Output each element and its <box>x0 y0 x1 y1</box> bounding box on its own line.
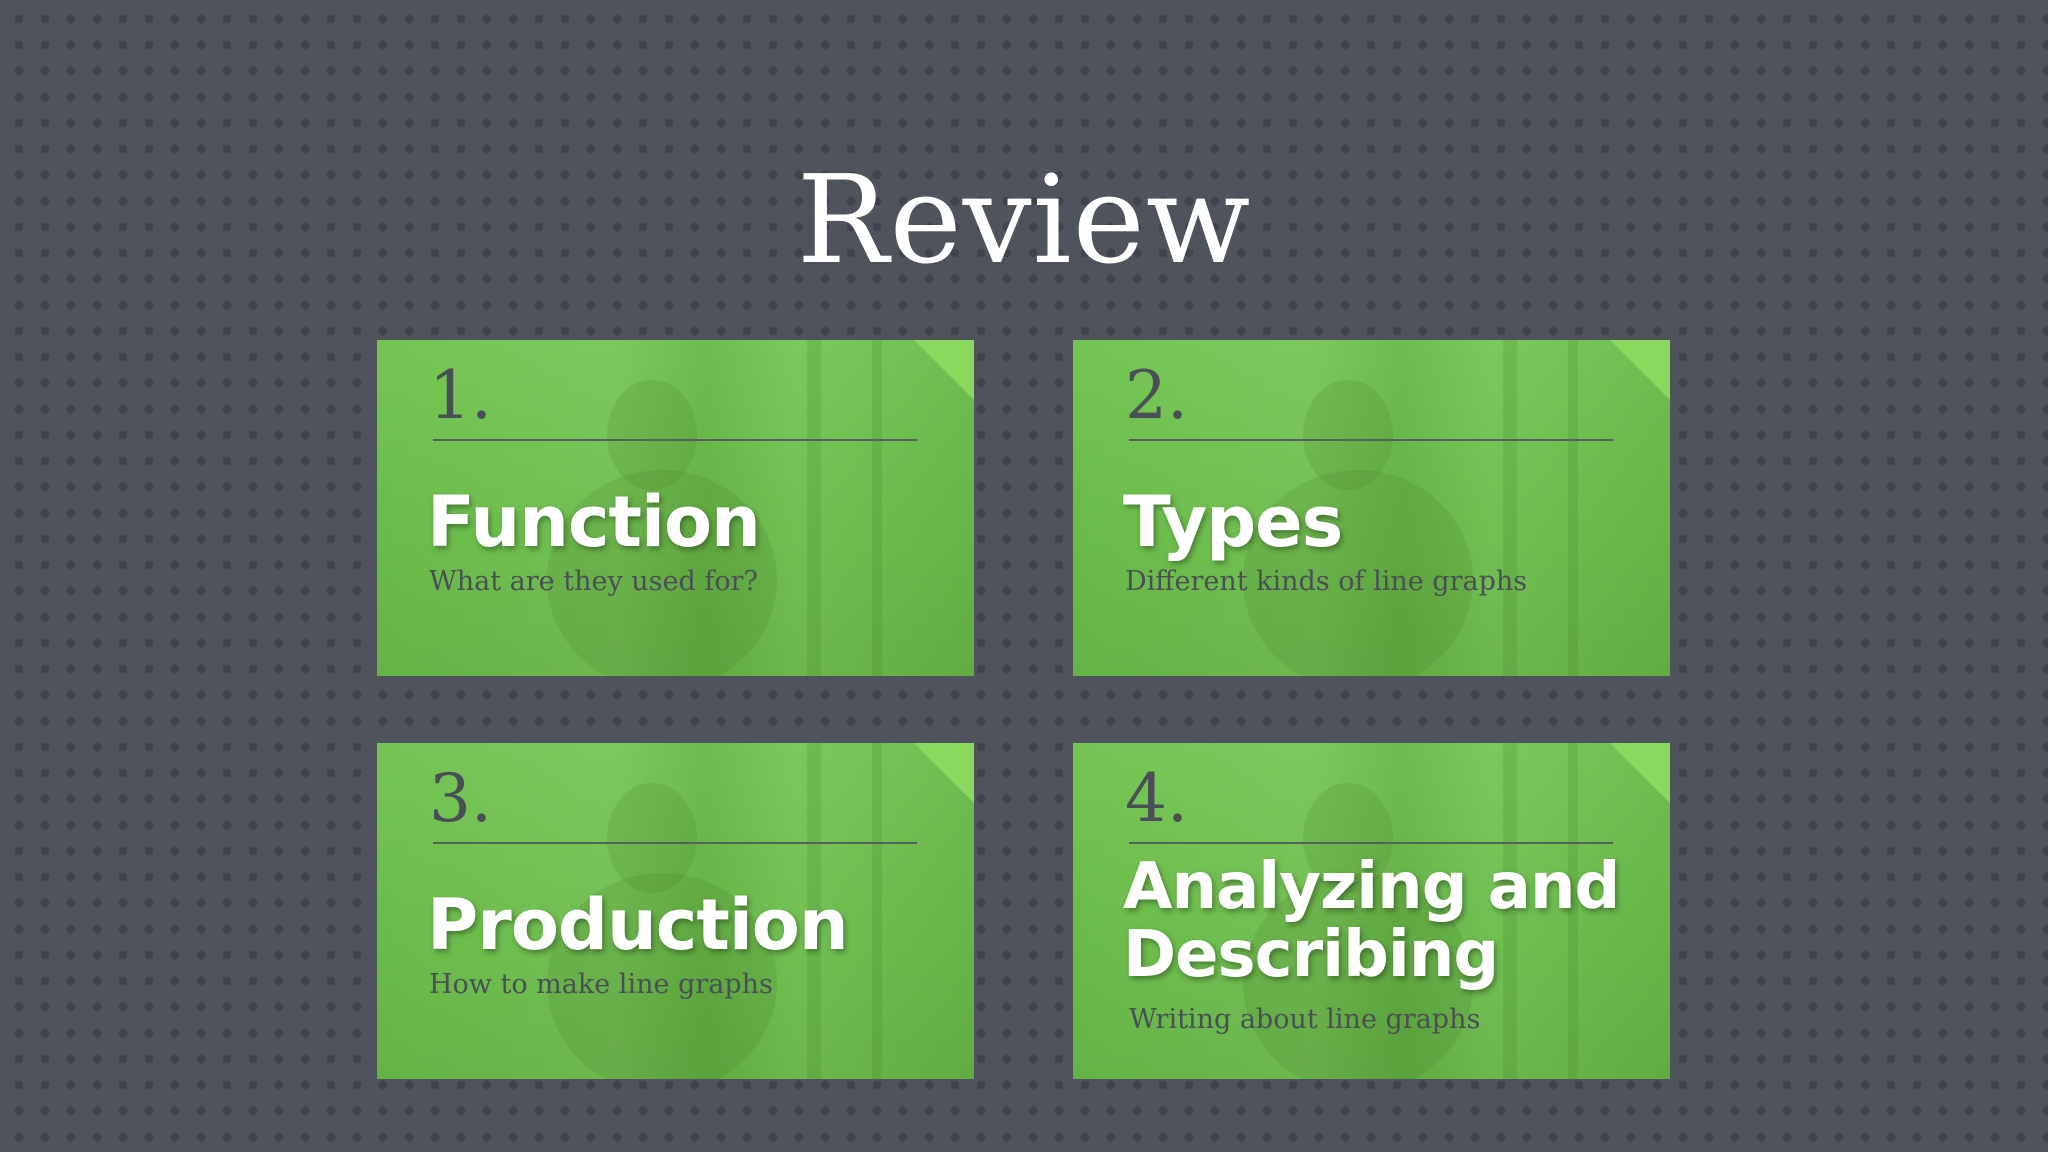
card-number: 1. <box>429 357 492 434</box>
corner-fold <box>1610 743 1670 803</box>
card-subtitle: Different kinds of line graphs <box>1125 566 1528 597</box>
card-production[interactable]: 3. Production How to make line graphs <box>377 743 974 1079</box>
card-subtitle: How to make line graphs <box>429 969 773 1000</box>
card-function[interactable]: 1. Function What are they used for? <box>377 340 974 676</box>
divider <box>433 842 917 844</box>
card-background-photo <box>1073 743 1670 1079</box>
divider <box>433 439 917 441</box>
card-background-photo <box>377 743 974 1079</box>
card-number: 2. <box>1125 357 1188 434</box>
divider <box>1129 439 1613 441</box>
card-subtitle: What are they used for? <box>429 566 759 597</box>
card-number: 4. <box>1125 760 1188 837</box>
card-heading: Production <box>427 884 849 966</box>
page-title: Review <box>796 149 1252 291</box>
card-types[interactable]: 2. Types Different kinds of line graphs <box>1073 340 1670 676</box>
corner-fold <box>1610 340 1670 400</box>
card-number: 3. <box>429 760 492 837</box>
card-heading: Function <box>427 481 761 563</box>
card-subtitle: Writing about line graphs <box>1129 1004 1481 1035</box>
card-background-photo <box>377 340 974 676</box>
card-heading: Types <box>1123 481 1343 563</box>
card-background-photo <box>1073 340 1670 676</box>
corner-fold <box>914 743 974 803</box>
divider <box>1129 842 1613 844</box>
card-heading-line1: Analyzing and <box>1123 850 1620 924</box>
corner-fold <box>914 340 974 400</box>
card-heading-line2: Describing <box>1123 918 1499 992</box>
card-analyzing-describing[interactable]: 4. Analyzing and Describing Writing abou… <box>1073 743 1670 1079</box>
